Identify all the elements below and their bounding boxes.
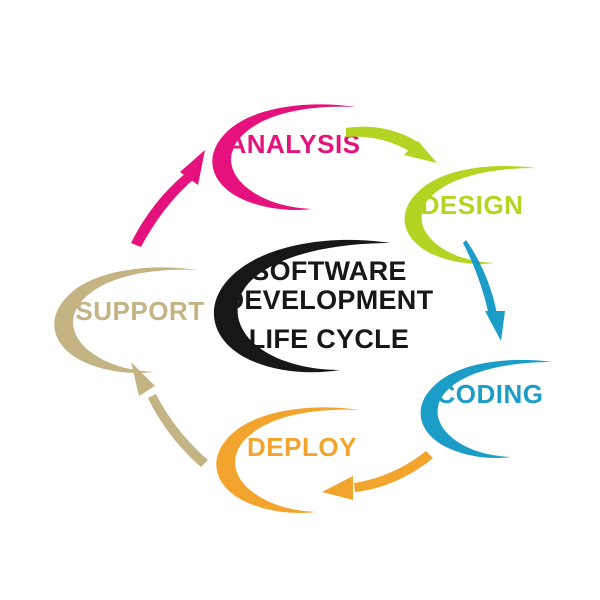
- coding-swoosh: [420, 359, 552, 458]
- arrow-deploy-to-support: [131, 362, 208, 467]
- arrow-deploy-to-support-shaft: [148, 394, 208, 467]
- design-swoosh: [404, 165, 536, 264]
- arrow-coding-to-deploy-shaft: [354, 451, 433, 492]
- center-swoosh: [213, 239, 390, 373]
- center-title-line3: LIFE CYCLE: [249, 324, 410, 354]
- analysis-label: ANALYSIS: [227, 129, 360, 159]
- arrow-support-to-analysis-shaft: [131, 173, 193, 247]
- arrow-design-to-coding-head: [485, 311, 505, 341]
- coding-label: CODING: [437, 379, 544, 409]
- arrow-design-to-coding-shaft: [463, 240, 498, 321]
- stage-design[interactable]: DESIGN: [404, 165, 536, 264]
- design-label: DESIGN: [421, 190, 524, 220]
- arrow-analysis-to-design: [346, 126, 437, 163]
- arrow-deploy-to-support-head: [131, 362, 155, 396]
- center-title: SOFTWARE DEVELOPMENT LIFE CYCLE: [225, 256, 434, 354]
- center-title-line2: DEVELOPMENT: [225, 285, 434, 315]
- arrow-analysis-to-design-head: [404, 141, 437, 163]
- deploy-label: DEPLOY: [247, 432, 357, 462]
- stage-coding[interactable]: CODING: [420, 359, 552, 458]
- support-label: SUPPORT: [75, 296, 204, 326]
- stage-analysis[interactable]: ANALYSIS: [212, 104, 360, 210]
- center-title-line1: SOFTWARE: [251, 256, 406, 286]
- stage-support[interactable]: SUPPORT: [54, 267, 204, 373]
- arrow-analysis-to-design-shaft: [346, 126, 419, 153]
- arrow-support-to-analysis-head: [180, 150, 205, 185]
- arrow-support-to-analysis: [131, 150, 205, 247]
- arrow-coding-to-deploy-head: [322, 476, 353, 500]
- arrow-design-to-coding: [463, 240, 505, 341]
- center-swoosh-arc: [213, 239, 390, 373]
- arrow-coding-to-deploy: [322, 451, 433, 500]
- stage-deploy[interactable]: DEPLOY: [216, 407, 360, 513]
